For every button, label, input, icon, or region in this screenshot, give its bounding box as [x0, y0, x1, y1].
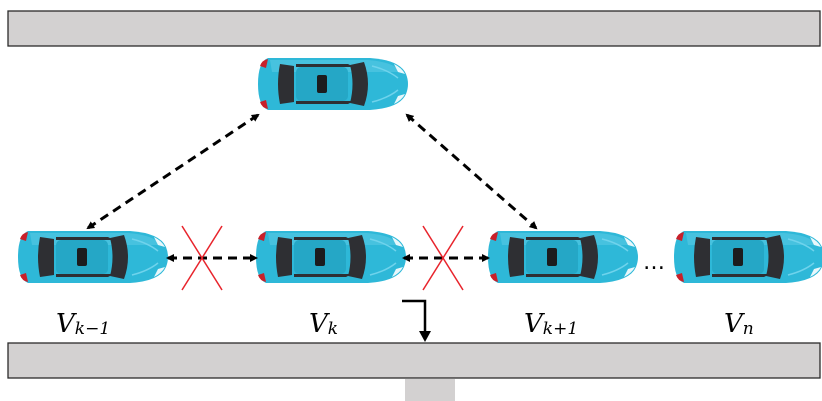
label-v-n: Vn	[724, 309, 754, 339]
label-v-k-plus-1: Vk+1	[524, 309, 579, 339]
exit-turn-arrow	[402, 299, 431, 342]
car-v-k	[255, 230, 407, 284]
label-v-k: Vk	[309, 309, 339, 339]
label-v-k-minus-1: Vk−1	[56, 309, 111, 339]
blocked-link-cross-left	[181, 225, 223, 291]
car-v-k-plus-1	[487, 230, 639, 284]
car-v-n	[673, 230, 822, 284]
ellipsis: …	[643, 250, 666, 275]
blocked-link-cross-right	[422, 225, 464, 291]
car-v-k-minus-1	[17, 230, 169, 284]
road-bottom	[7, 342, 821, 379]
link-top-to-v-k-plus-1	[405, 113, 538, 230]
road-top	[7, 10, 821, 47]
car-top-vehicle	[257, 57, 409, 111]
road-exit-stub	[405, 379, 455, 401]
link-top-to-v-k-minus-1	[86, 113, 260, 230]
